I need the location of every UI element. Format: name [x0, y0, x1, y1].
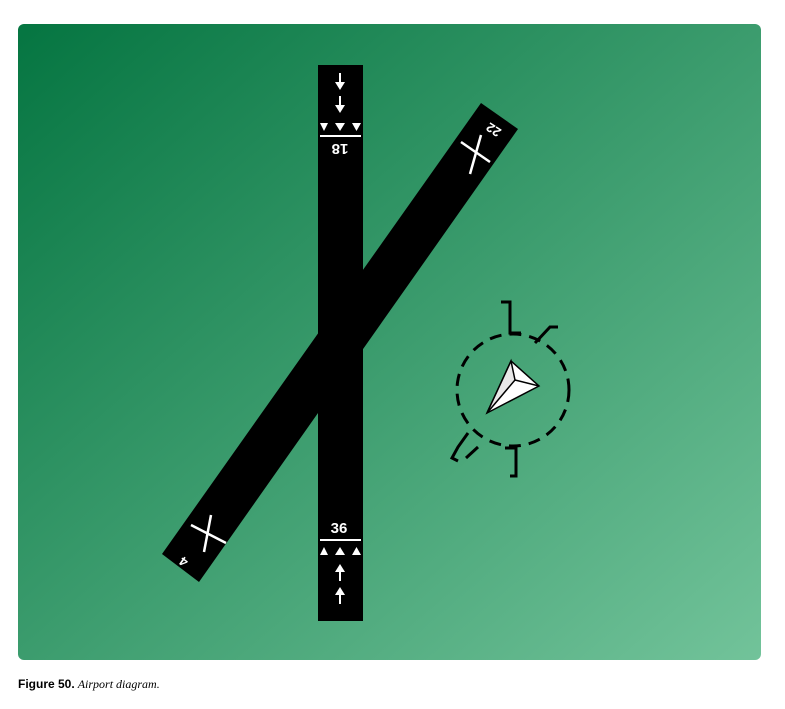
- threshold-chevrons-south: [320, 547, 361, 555]
- segmented-circle: [449, 300, 571, 478]
- figure-label: Figure 50.: [18, 677, 75, 691]
- figure-caption: Figure 50. Airport diagram.: [18, 677, 160, 692]
- runway-18-36: 18 36: [318, 65, 363, 621]
- runway-36-label: 36: [331, 520, 348, 537]
- closed-x-marking-ne: [460, 134, 491, 175]
- runway-18-36-surface: [318, 65, 363, 621]
- runway-18-label: 18: [332, 140, 349, 157]
- displaced-threshold-arrows-south: [335, 564, 345, 604]
- threshold-bar-north: [320, 135, 361, 137]
- wind-tetrahedron-icon: [485, 358, 541, 415]
- runway-22-label: 22: [483, 120, 503, 140]
- threshold-chevrons-north: [320, 123, 361, 131]
- figure-caption-text: Airport diagram.: [77, 677, 160, 691]
- displaced-threshold-arrows-north: [335, 73, 345, 113]
- traffic-pattern-indicators: [449, 300, 558, 478]
- airport-diagram: 22 4 18 36: [18, 24, 761, 660]
- threshold-bar-south: [320, 539, 361, 541]
- airport-diagram-panel: 22 4 18 36: [18, 24, 761, 660]
- closed-x-marking-sw: [190, 514, 227, 553]
- background: [18, 24, 761, 660]
